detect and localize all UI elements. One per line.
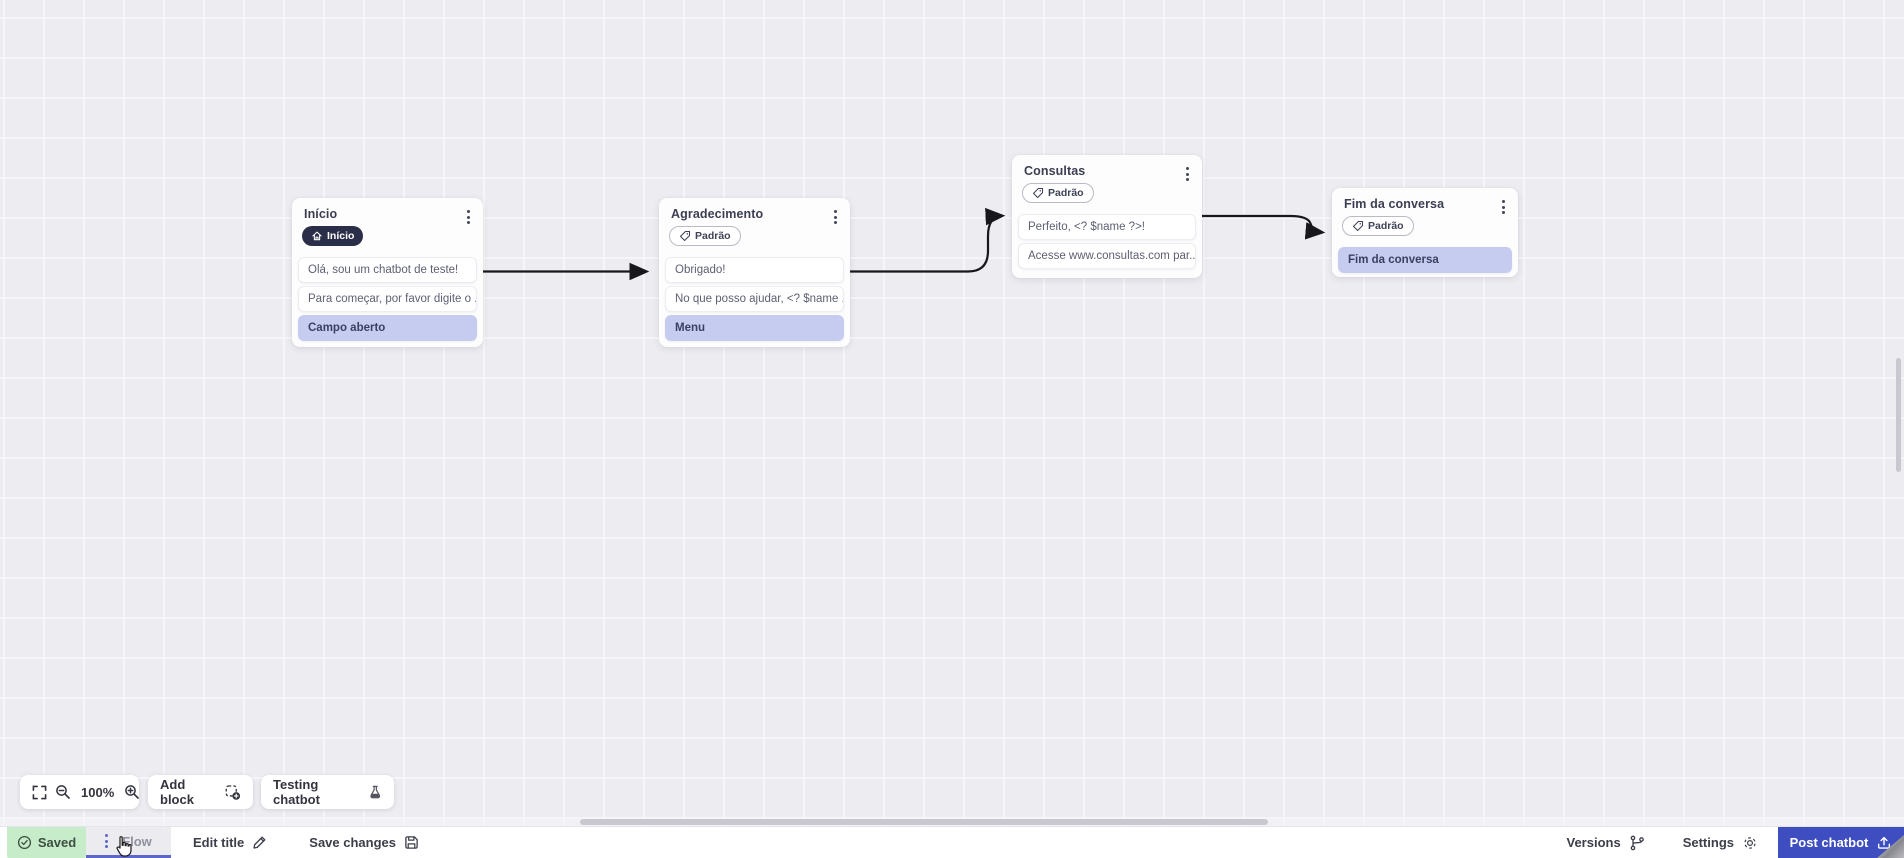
node-type-badge: Padrão bbox=[1342, 216, 1414, 236]
versions-label: Versions bbox=[1566, 835, 1621, 850]
tag-icon bbox=[1032, 187, 1044, 199]
flow-canvas[interactable]: Início Início Olá, sou um chatbot de tes… bbox=[0, 0, 1904, 826]
action-card[interactable]: Menu bbox=[665, 315, 844, 341]
add-block-icon bbox=[226, 784, 241, 800]
node-title: Início bbox=[304, 207, 338, 221]
node-cards: Obrigado! No que posso ajudar, <? $name … bbox=[665, 257, 844, 341]
add-block-button[interactable]: Add block bbox=[148, 775, 253, 809]
save-changes-button[interactable]: Save changes bbox=[309, 827, 419, 858]
badge-label: Padrão bbox=[695, 230, 731, 242]
fullscreen-icon bbox=[32, 785, 47, 799]
message-card[interactable]: Olá, sou um chatbot de teste! bbox=[298, 257, 477, 283]
node-menu-icon[interactable] bbox=[1184, 165, 1191, 183]
bottom-bar: Saved Flow Edit title Save changes Versi… bbox=[0, 826, 1904, 858]
flow-menu-icon[interactable] bbox=[105, 834, 109, 848]
action-card[interactable]: Fim da conversa bbox=[1338, 247, 1512, 273]
fit-screen-button[interactable] bbox=[32, 785, 47, 800]
zoom-out-icon bbox=[56, 785, 70, 799]
node-menu-icon[interactable] bbox=[832, 208, 839, 226]
testing-chatbot-label: Testing chatbot bbox=[273, 777, 320, 807]
connector-agradecimento-consultas[interactable] bbox=[850, 207, 1006, 273]
badge-label: Padrão bbox=[1048, 187, 1084, 199]
add-block-label: Add block bbox=[160, 777, 194, 807]
tag-icon bbox=[1352, 220, 1364, 232]
save-changes-label: Save changes bbox=[309, 835, 396, 850]
message-card[interactable]: Acesse www.consultas.com par... bbox=[1018, 243, 1196, 269]
vertical-scrollbar-thumb[interactable] bbox=[1896, 358, 1901, 472]
settings-label: Settings bbox=[1682, 835, 1734, 850]
badge-label: Início bbox=[327, 230, 355, 242]
flask-icon bbox=[369, 785, 380, 799]
branch-icon bbox=[1630, 835, 1644, 850]
node-header: Início Início bbox=[292, 198, 483, 254]
node-agradecimento[interactable]: Agradecimento Padrão Obrigado! No que po… bbox=[659, 198, 850, 347]
node-consultas[interactable]: Consultas Padrão Perfeito, <? $name ?>! … bbox=[1012, 155, 1202, 278]
upload-icon bbox=[1878, 836, 1891, 849]
node-header: Consultas Padrão bbox=[1012, 155, 1202, 211]
zoom-in-icon bbox=[125, 785, 140, 799]
node-cards: Fim da conversa bbox=[1338, 247, 1512, 273]
node-cards: Olá, sou um chatbot de teste! Para começ… bbox=[298, 257, 477, 341]
bottom-bar-spacer bbox=[419, 827, 1567, 858]
zoom-toolbar: 100% bbox=[20, 775, 140, 809]
node-menu-icon[interactable] bbox=[465, 208, 472, 226]
connector-consultas-fim[interactable] bbox=[1202, 214, 1326, 240]
message-card[interactable]: Para começar, por favor digite o ... bbox=[298, 286, 477, 312]
node-inicio[interactable]: Início Início Olá, sou um chatbot de tes… bbox=[292, 198, 483, 347]
zoom-in-button[interactable] bbox=[124, 784, 140, 800]
save-icon bbox=[405, 836, 418, 849]
node-title: Fim da conversa bbox=[1344, 197, 1445, 211]
gear-icon bbox=[1744, 836, 1756, 849]
flow-connections bbox=[483, 207, 1326, 281]
horizontal-scrollbar-thumb[interactable] bbox=[580, 819, 1268, 825]
message-card[interactable]: Perfeito, <? $name ?>! bbox=[1018, 214, 1196, 240]
message-card[interactable]: Obrigado! bbox=[665, 257, 844, 283]
saved-status-badge: Saved bbox=[7, 827, 86, 858]
tab-flow[interactable]: Flow bbox=[86, 827, 171, 858]
testing-chatbot-button[interactable]: Testing chatbot bbox=[261, 775, 394, 809]
node-title: Consultas bbox=[1024, 164, 1086, 178]
settings-button[interactable]: Settings bbox=[1683, 827, 1758, 858]
node-type-badge: Padrão bbox=[1022, 183, 1094, 203]
check-circle-icon bbox=[17, 835, 31, 850]
post-chatbot-label: Post chatbot bbox=[1789, 835, 1869, 850]
action-card[interactable]: Campo aberto bbox=[298, 315, 477, 341]
edit-title-button[interactable]: Edit title bbox=[193, 827, 267, 858]
flow-tab-label: Flow bbox=[122, 833, 152, 849]
pencil-icon bbox=[253, 836, 266, 849]
node-type-badge: Início bbox=[302, 226, 364, 246]
post-chatbot-button[interactable]: Post chatbot bbox=[1778, 827, 1904, 858]
badge-label: Padrão bbox=[1368, 220, 1404, 232]
node-type-badge: Padrão bbox=[669, 226, 741, 246]
node-title: Agradecimento bbox=[671, 207, 764, 221]
versions-button[interactable]: Versions bbox=[1567, 827, 1645, 858]
node-header: Agradecimento Padrão bbox=[659, 198, 850, 254]
zoom-out-button[interactable] bbox=[55, 784, 71, 800]
edit-title-label: Edit title bbox=[193, 835, 245, 850]
home-icon bbox=[312, 231, 322, 241]
node-cards: Perfeito, <? $name ?>! Acesse www.consul… bbox=[1018, 214, 1196, 269]
node-fim-da-conversa[interactable]: Fim da conversa Padrão Fim da conversa bbox=[1332, 188, 1518, 277]
zoom-level: 100% bbox=[81, 784, 115, 800]
tag-icon bbox=[679, 230, 691, 242]
node-menu-icon[interactable] bbox=[1500, 198, 1507, 216]
saved-label: Saved bbox=[37, 835, 77, 850]
node-header: Fim da conversa Padrão bbox=[1332, 188, 1518, 244]
message-card[interactable]: No que posso ajudar, <? $name ... bbox=[665, 286, 844, 312]
